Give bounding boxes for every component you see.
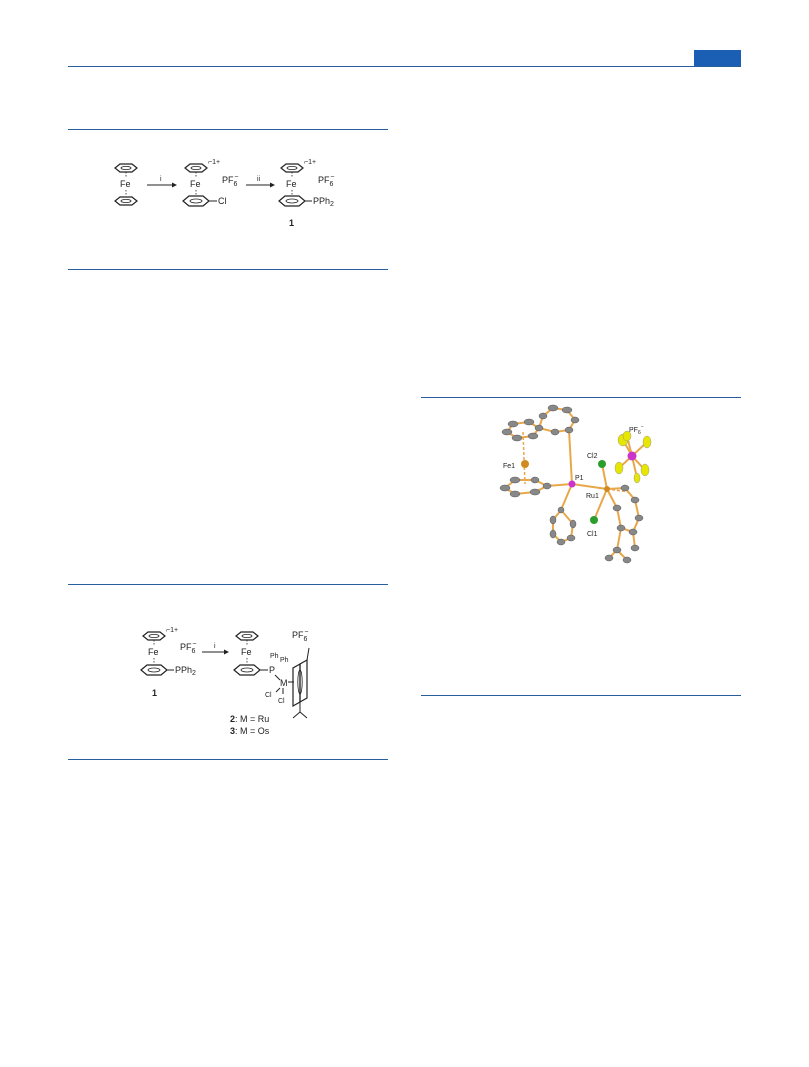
scheme1-step-ii: ii <box>257 176 261 183</box>
scheme2-anion-2: PF6− <box>292 629 309 643</box>
scheme1-step-i: i <box>160 176 162 183</box>
label-p1: P1 <box>575 475 584 482</box>
scheme-1: Fe i ⌐1+ Fe Cl PF6− ii ⌐1+ Fe PPh2 PF6− … <box>114 159 335 228</box>
scheme2-m: M <box>280 678 288 688</box>
scheme1-cl: Cl <box>218 196 227 206</box>
label-ru1: Ru1 <box>586 493 599 500</box>
scheme1-anion-3: PF6− <box>318 174 335 188</box>
label-cl1: Cl1 <box>587 531 598 538</box>
scheme2-top-rule <box>68 584 388 585</box>
scheme1-charge-2: ⌐1+ <box>208 159 220 166</box>
header-rule <box>68 66 741 67</box>
scheme-2: ⌐1+ Fe PPh2 PF6− 1 i Fe P Ph Ph PF6− M C… <box>140 627 310 736</box>
scheme1-fe1: Fe <box>120 179 131 189</box>
scheme2-p: P <box>269 665 275 675</box>
scheme2-label-2: 2: M = Ru <box>230 714 269 724</box>
scheme1-anion-2: PF6− <box>222 174 239 188</box>
scheme2-ph1: Ph <box>270 653 279 660</box>
scheme1-top-rule <box>68 129 388 130</box>
scheme2-fe2: Fe <box>241 647 252 657</box>
scheme1-fe2: Fe <box>190 179 201 189</box>
xray-structure-figure: Fe1 P1 Ru1 Cl1 Cl2 PF6− <box>499 404 652 564</box>
scheme2-step-i: i <box>214 643 216 650</box>
figure-bottom-rule <box>421 695 741 696</box>
label-cl2: Cl2 <box>587 453 598 460</box>
scheme1-pph2: PPh2 <box>313 196 334 208</box>
scheme1-compound-label: 1 <box>289 218 294 228</box>
scheme2-compound-1: 1 <box>152 688 157 698</box>
scheme2-pph2: PPh2 <box>175 665 196 677</box>
scheme1-fe3: Fe <box>286 179 297 189</box>
scheme2-cl1: Cl <box>265 692 272 699</box>
label-fe1: Fe1 <box>503 463 515 470</box>
scheme2-fe1: Fe <box>148 647 159 657</box>
scheme1-bottom-rule <box>68 269 388 270</box>
scheme2-bottom-rule <box>68 759 388 760</box>
label-pf6: PF6− <box>629 424 644 436</box>
figure-top-rule <box>421 397 741 398</box>
header-accent-block <box>694 50 741 66</box>
scheme2-anion-1: PF6− <box>180 641 197 655</box>
scheme2-charge: ⌐1+ <box>166 627 178 634</box>
scheme2-ph2: Ph <box>280 657 289 664</box>
scheme2-label-3: 3: M = Os <box>230 726 270 736</box>
scheme1-charge-3: ⌐1+ <box>304 159 316 166</box>
scheme2-cl2: Cl <box>278 698 285 705</box>
